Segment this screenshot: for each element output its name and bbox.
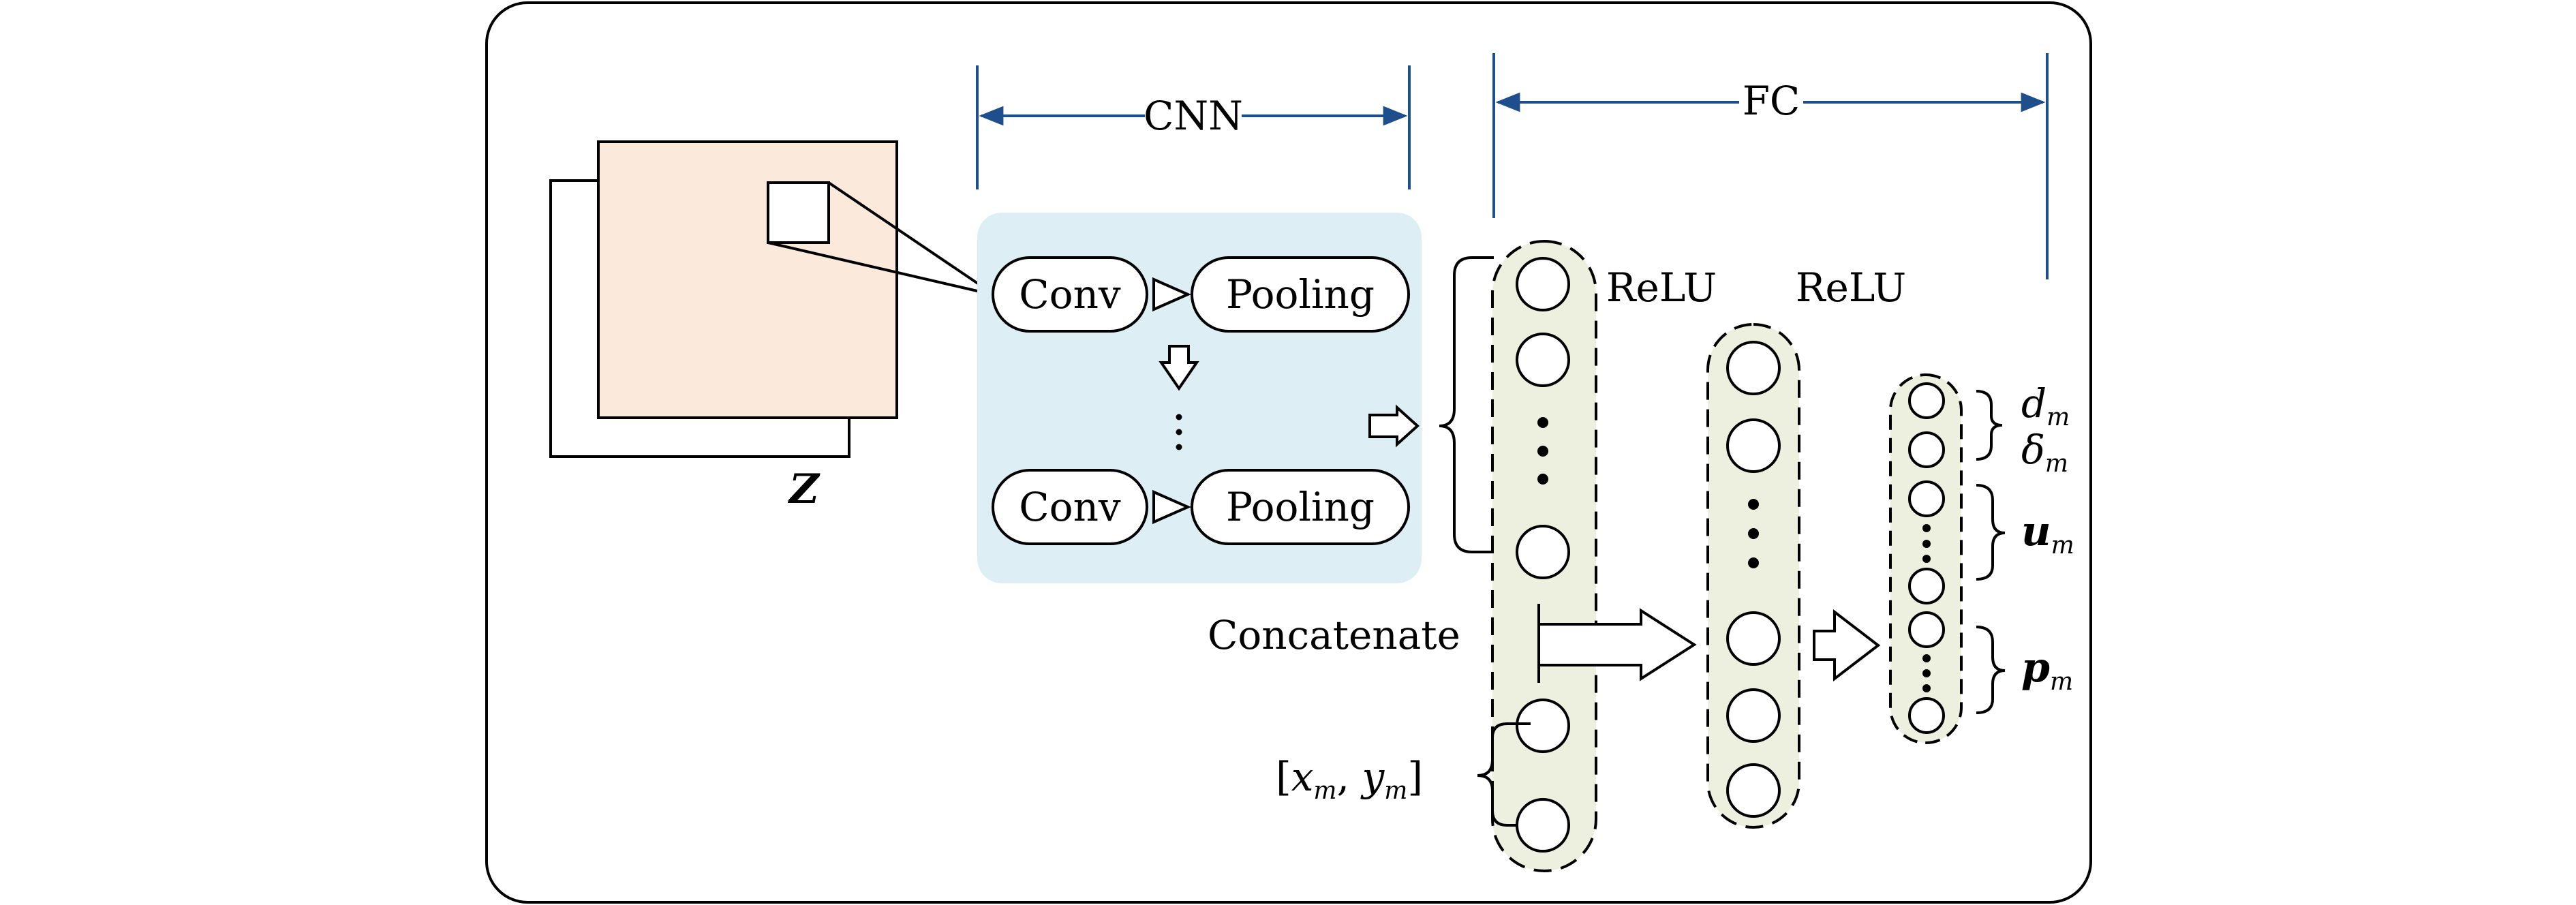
output-label-p: pm xyxy=(2021,644,2073,696)
arrow-right-icon xyxy=(1813,609,1881,682)
node xyxy=(1516,798,1570,853)
cnn-bracket-label: CNN xyxy=(1144,93,1243,139)
output-layer xyxy=(1889,373,1963,744)
pooling-label-1: Pooling xyxy=(1226,271,1375,318)
cnn-ellipsis xyxy=(1176,414,1182,450)
coordinate-label: [xm, ym] xyxy=(1276,754,1423,805)
node xyxy=(1908,568,1945,604)
node xyxy=(1908,431,1945,468)
node xyxy=(1516,333,1570,387)
conv-label-1: Conv xyxy=(1019,271,1121,318)
triangle-arrow-icon xyxy=(1152,489,1191,525)
pooling-box-1 xyxy=(1191,256,1410,333)
layer-1 xyxy=(1491,240,1597,872)
activation-label-2: ReLU xyxy=(1796,264,1906,311)
output-label-u: um xyxy=(2021,508,2074,559)
arrow-down-icon xyxy=(1159,345,1199,391)
node xyxy=(1908,382,1945,419)
node xyxy=(1726,763,1781,818)
arrow-right-icon xyxy=(1368,404,1420,448)
fc-bracket: FC xyxy=(1492,53,2049,279)
projection-line-bottom xyxy=(767,241,996,296)
node xyxy=(1516,699,1570,753)
fc-bracket-label: FC xyxy=(1743,78,1800,124)
node xyxy=(1908,697,1945,734)
input-label-z: Z xyxy=(788,465,821,513)
layer-2-capsule xyxy=(1706,323,1800,829)
node xyxy=(1908,611,1945,648)
brace-icon xyxy=(1477,722,1531,827)
output-label-delta: δm xyxy=(2021,427,2068,478)
conv-label-2: Conv xyxy=(1019,484,1121,530)
pooling-box-2 xyxy=(1191,469,1410,545)
node xyxy=(1726,611,1781,666)
receptive-field-window xyxy=(767,181,830,244)
node xyxy=(1726,688,1781,743)
node xyxy=(1516,525,1570,579)
node xyxy=(1726,341,1781,395)
cnn-bracket: CNN xyxy=(976,65,1411,189)
brace-icon xyxy=(1976,484,2006,581)
triangle-arrow-icon xyxy=(1152,277,1191,312)
pooling-label-2: Pooling xyxy=(1226,484,1375,530)
conv-box-1 xyxy=(992,256,1148,333)
outer-frame xyxy=(485,1,2092,904)
output-label-d: dm xyxy=(2021,380,2070,431)
conv-box-2 xyxy=(992,469,1148,545)
node xyxy=(1726,418,1781,473)
cnn-block: Conv Pooling Conv Pooling xyxy=(977,213,1422,583)
layer-2 xyxy=(1706,323,1800,829)
node xyxy=(1516,257,1570,311)
brace-icon xyxy=(1439,256,1494,553)
node xyxy=(1908,480,1945,517)
arrow-right-icon xyxy=(1537,604,1697,683)
brace-icon xyxy=(1976,390,2003,461)
input-feature-maps: Z xyxy=(549,140,996,513)
brace-icon xyxy=(1976,626,2006,714)
activation-label-1: ReLU xyxy=(1606,264,1717,311)
projection-line-top xyxy=(827,181,996,296)
input-map-front xyxy=(597,140,898,419)
concatenate-label: Concatenate xyxy=(1208,612,1460,658)
